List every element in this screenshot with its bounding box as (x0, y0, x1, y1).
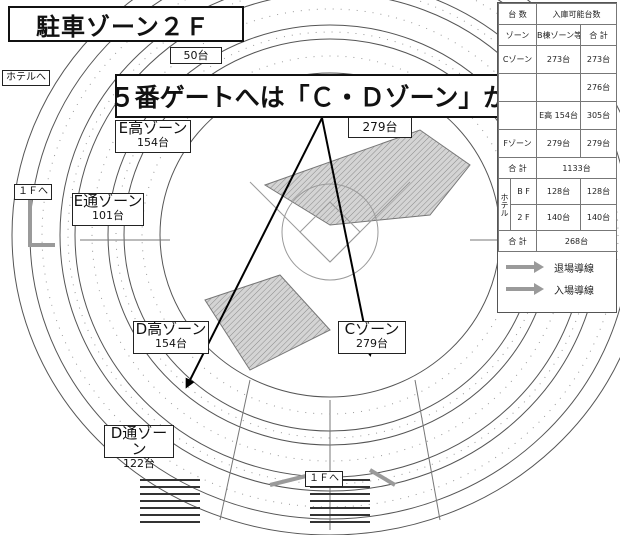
legend-row-zone (497, 73, 538, 102)
legend-header-capacity: 入庫可能台数 (536, 3, 618, 25)
baseball-field (249, 181, 411, 281)
zone-c-count: 279台 (356, 336, 388, 350)
zone-top-count: 50台 (183, 49, 209, 62)
legend-header-sub-left: B棟ゾーン等 (536, 24, 582, 46)
gate-direction-arrows (185, 117, 374, 389)
zone-e-low: E通ゾーン 101台 (72, 193, 144, 226)
zone-e-high-count: 154台 (137, 135, 169, 149)
capacity-table: 台 数 入庫可能台数 ゾーン B棟ゾーン等 合 計 Cゾーン 273台 273台… (497, 3, 618, 252)
zone-d-high-count: 154台 (155, 336, 187, 350)
legend-header-sub-right: 合 計 (580, 24, 618, 46)
legend-hotel-total-label: 合 計 (497, 230, 538, 252)
first-floor-label-left: １Ｆへ (14, 184, 52, 200)
legend-hotel-label: ホテル (498, 178, 511, 231)
zone-e-low-name: E通ゾーン (73, 192, 143, 210)
zone-upper-right: 279台 (348, 118, 412, 138)
legend-row-a (536, 73, 582, 102)
zone-e-high-name: E高ゾーン (118, 119, 188, 137)
legend-hotel-b: 128台 (580, 178, 618, 205)
entry-arrow-icon (506, 283, 544, 295)
exit-route-label: 退場導線 (554, 263, 594, 275)
legend-hotel-a: 128台 (536, 178, 582, 205)
zone-d-low: D通ゾーン 122台 (104, 424, 174, 469)
zone-e-high: E高ゾーン 154台 (115, 120, 191, 153)
legend-total-value: 1133台 (536, 157, 618, 179)
legend-row-zone: Cゾーン (497, 45, 538, 74)
route-arrows-map (28, 195, 397, 487)
legend-hotel-floor: B F (509, 178, 538, 205)
route-legend: 退場導線 入場導線 (498, 252, 616, 308)
legend-row-a: E高 154台 (536, 101, 582, 130)
legend-row-zone (497, 101, 538, 130)
grandstand-seating (204, 129, 471, 371)
legend-row-b: 276台 (580, 73, 618, 102)
zone-c-name: Cゾーン (344, 320, 400, 338)
zone-e-low-count: 101台 (92, 208, 124, 222)
zone-d-high: D高ゾーン 154台 (133, 321, 209, 354)
legend-row-b: 279台 (580, 129, 618, 158)
bottom-stairs (140, 479, 370, 523)
capacity-legend: 台 数 入庫可能台数 ゾーン B棟ゾーン等 合 計 Cゾーン 273台 273台… (497, 2, 618, 313)
entry-route-label: 入場導線 (554, 285, 594, 297)
exit-route-legend: 退場導線 (506, 258, 611, 276)
zone-d-low-name: D通ゾーン (110, 424, 168, 458)
exit-arrow-icon (506, 261, 544, 273)
legend-row-b: 273台 (580, 45, 618, 74)
map-title: 駐車ゾーン２Ｆ (8, 6, 244, 42)
zone-d-high-name: D高ゾーン (135, 320, 207, 338)
legend-hotel-b: 140台 (580, 204, 618, 231)
legend-header-count: 台 数 (497, 3, 538, 25)
legend-row-a: 273台 (536, 45, 582, 74)
legend-header-zone: ゾーン (497, 24, 538, 46)
legend-hotel-floor: 2 F (509, 204, 538, 231)
zone-upper-right-count: 279台 (362, 120, 398, 134)
zone-d-low-count: 122台 (123, 456, 155, 470)
legend-row-b: 305台 (580, 101, 618, 130)
zone-top: 50台 (170, 47, 222, 64)
legend-row-a: 279台 (536, 129, 582, 158)
legend-total-label: 合 計 (497, 157, 538, 179)
hotel-direction-label: ホテルへ (2, 70, 50, 86)
zone-c: Cゾーン 279台 (338, 321, 406, 354)
legend-hotel-a: 140台 (536, 204, 582, 231)
entry-route-legend: 入場導線 (506, 280, 611, 298)
first-floor-label-bottom: １Ｆへ (305, 471, 343, 487)
legend-hotel-total-value: 268台 (536, 230, 618, 252)
legend-row-zone: Fゾーン (497, 129, 538, 158)
